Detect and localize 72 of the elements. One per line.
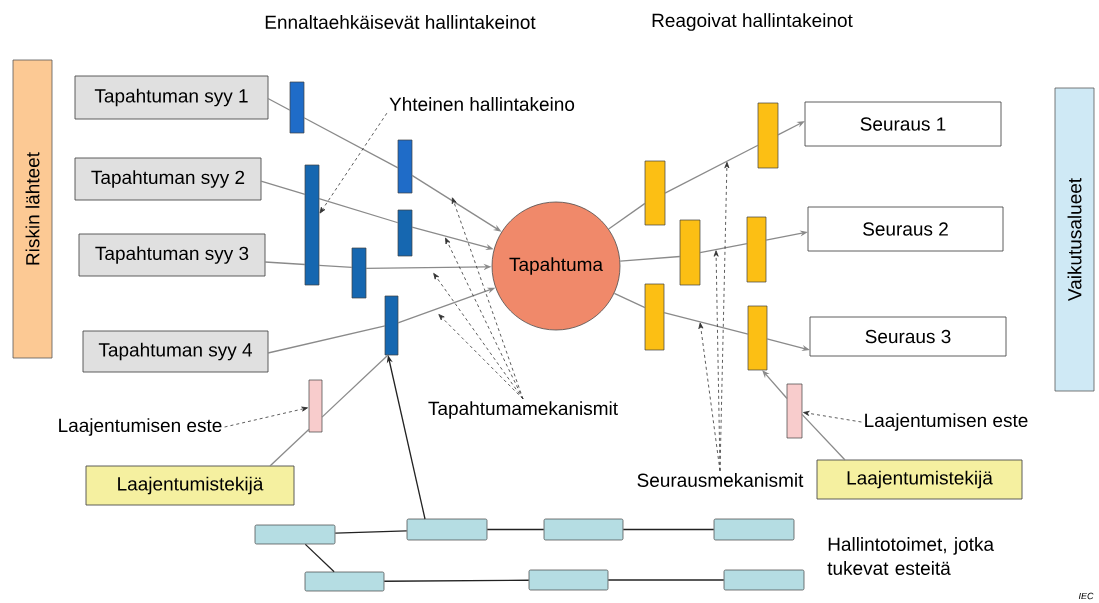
- text-box: Tapahtuman syy 4: [82, 330, 269, 373]
- connector-line: [318, 264, 353, 269]
- text-box: Seuraus 2: [807, 206, 1004, 252]
- control-box: [406, 518, 488, 541]
- barrier-bar: [679, 219, 701, 286]
- barrier-bar: [289, 81, 305, 134]
- leader-arrow: [433, 273, 524, 400]
- connector-line: [486, 528, 545, 531]
- callout-text: Laajentumisen este: [59, 418, 222, 436]
- side-band: Vaikutusalueet: [1054, 87, 1095, 392]
- callout-text: Seurausmekanismit: [637, 473, 804, 487]
- barrier-bar: [384, 295, 399, 356]
- barrier-bar: [746, 216, 767, 283]
- text-box: Laajentumistekijä: [816, 459, 1023, 500]
- connector-line: [321, 354, 389, 418]
- heading-text: Reagoivat hallintakeinot: [652, 13, 853, 31]
- text-box: Tapahtuman syy 3: [78, 233, 266, 277]
- barrier-bar: [397, 139, 413, 194]
- connector-line: [699, 243, 748, 254]
- connector-line: [664, 144, 759, 194]
- control-box: [713, 518, 795, 541]
- leader-arrow: [803, 410, 862, 423]
- connector-line: [260, 180, 306, 196]
- leader-arrow: [224, 406, 308, 428]
- text-box: Tapahtuman syy 2: [74, 157, 262, 201]
- leader-arrow: [438, 314, 524, 400]
- connector-line: [267, 97, 291, 111]
- callout-text: Laajentumisen este: [865, 413, 1028, 431]
- connector-line: [269, 428, 310, 467]
- text-box: Seuraus 1: [804, 101, 1002, 147]
- leader-arrow: [713, 250, 721, 472]
- leader-arrow: [445, 237, 524, 400]
- control-box: [254, 524, 336, 545]
- text-box: Seuraus 3: [809, 316, 1007, 357]
- arrow: [762, 370, 788, 400]
- connector-line: [383, 579, 530, 582]
- barrier-bar: [644, 160, 666, 226]
- barrier-bar: [351, 247, 367, 299]
- side-band: Riskin lähteet: [12, 59, 53, 359]
- connector-line: [318, 198, 399, 224]
- source-note: IEC: [1078, 592, 1094, 600]
- leader-arrow: [698, 322, 721, 472]
- heading-text: Ennaltaehkäisevät hallintakeinot: [265, 15, 536, 29]
- connector-line: [613, 292, 646, 309]
- callout-text: Tapahtumamekanismit: [428, 401, 618, 419]
- text-box: Laajentumistekijä: [85, 465, 295, 506]
- connector-line: [801, 413, 846, 461]
- callout-text: Yhteinen hallintakeino: [389, 97, 575, 111]
- connector-line: [267, 325, 386, 354]
- control-box: [723, 569, 805, 591]
- control-box: [304, 571, 385, 592]
- text-box: Tapahtuman syy 1: [74, 75, 269, 120]
- connector-line: [303, 117, 399, 169]
- barrier-bar: [397, 209, 413, 257]
- connector-line: [607, 579, 725, 581]
- connector-line: [264, 261, 306, 266]
- control-box: [528, 569, 609, 591]
- control-box: [543, 518, 624, 541]
- connector-line: [663, 311, 749, 335]
- connector-line: [304, 543, 335, 573]
- barrier-bar: [786, 383, 803, 439]
- connector-line: [619, 255, 681, 262]
- connector-line: [622, 528, 715, 531]
- barrier-bar: [644, 283, 665, 351]
- connector-line: [608, 202, 646, 230]
- note-text: Hallintotoimet, jotka tukevat esteitä: [827, 537, 995, 575]
- barrier-bar: [308, 379, 323, 433]
- leader-arrow: [319, 112, 388, 214]
- barrier-bar: [304, 164, 320, 286]
- barrier-bar: [757, 102, 779, 169]
- barrier-bar: [747, 305, 768, 371]
- connector-line: [334, 530, 408, 534]
